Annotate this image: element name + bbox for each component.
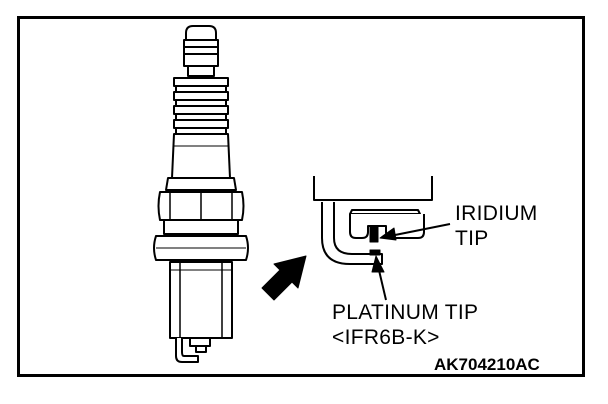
iridium-leader xyxy=(379,223,451,241)
terminal-nut xyxy=(185,25,217,41)
ground-electrode xyxy=(175,338,199,363)
figure-frame xyxy=(17,16,585,377)
detail-ground-electrode xyxy=(321,202,383,265)
pointer-arrow xyxy=(261,255,307,301)
insulator-ribs xyxy=(173,77,229,135)
spark-plug xyxy=(153,25,249,363)
platinum-tip-model-label: <IFR6B-K> xyxy=(332,326,440,349)
figure-code: AK704210AC xyxy=(434,355,540,374)
iridium-tip xyxy=(369,225,379,243)
iridium-tip-label: IRIDIUM xyxy=(455,202,538,225)
platinum-leader xyxy=(371,255,387,301)
platinum-tip xyxy=(369,249,381,256)
iridium-tip-label-line2: TIP xyxy=(455,227,489,250)
platinum-tip-label: PLATINUM TIP xyxy=(332,301,479,324)
insulator-body xyxy=(171,133,231,179)
electrode-detail xyxy=(313,176,433,265)
